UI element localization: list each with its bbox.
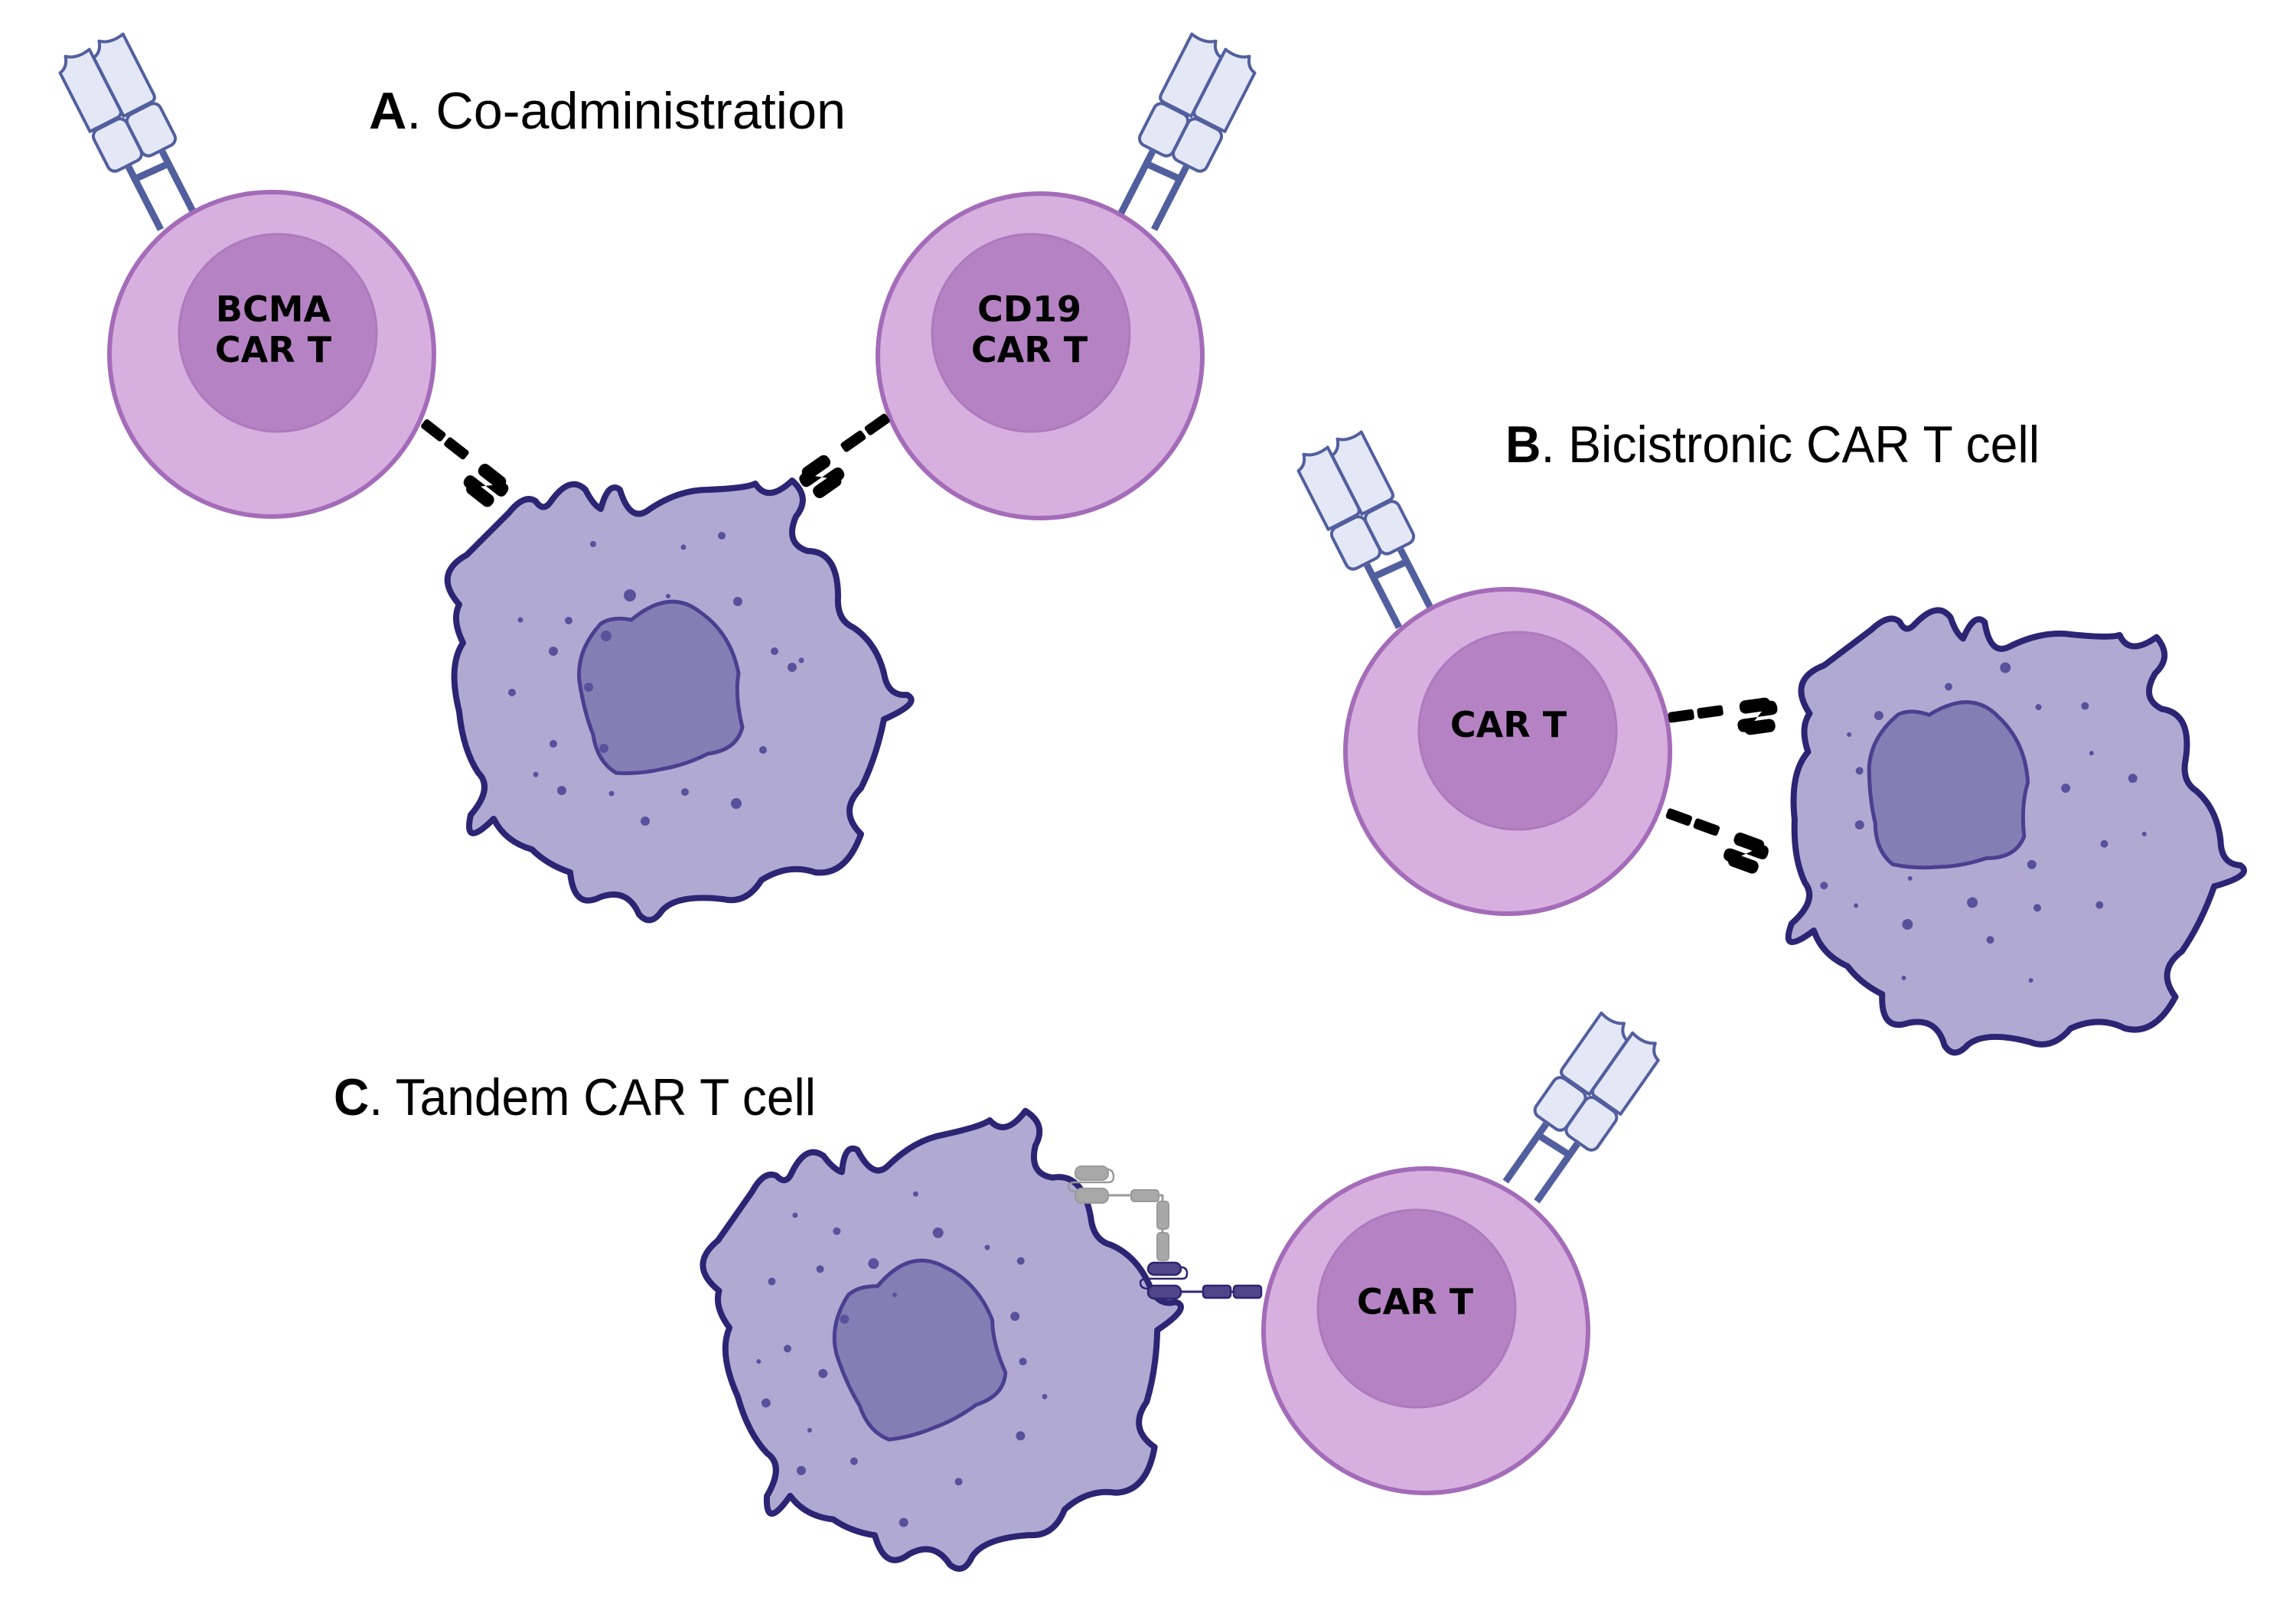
tumor-cell-b <box>1785 607 2247 1056</box>
cell-label: CAR T <box>1357 1281 1474 1322</box>
cd19-car-icon <box>1067 1165 1169 1261</box>
cd19-car-icon <box>794 411 905 504</box>
cell-label-line2: CAR T <box>971 329 1088 370</box>
cell-nucleus <box>1316 1208 1517 1409</box>
tumor-granules <box>1820 662 2147 983</box>
panel-a: A. Co-administration BCMA CAR T <box>54 30 1261 924</box>
bicistronic-car-t-cell: CAR T <box>1293 428 1781 916</box>
cell-nucleus <box>1417 631 1618 831</box>
tumor-nucleus <box>832 1258 1008 1442</box>
cell-label: CAR T <box>1450 704 1567 745</box>
panel-c: C. Tandem CAR T cell CAR T <box>334 999 1670 1573</box>
bcma-car-t-cell: BCMA CAR T <box>54 30 514 519</box>
cell-label-line1: BCMA <box>216 288 331 330</box>
panel-b-title: B. Bicistronic CAR T cell <box>1505 416 2040 474</box>
tcr-receptor-icon <box>54 30 194 230</box>
bcma-car-icon <box>1139 1261 1263 1300</box>
tcr-receptor-icon <box>1293 428 1433 627</box>
panel-a-title: A. Co-administration <box>369 82 846 140</box>
tcr-receptor-icon <box>1120 30 1261 230</box>
cd19-car-t-cell: CD19 CAR T <box>794 30 1261 520</box>
bcma-car-icon <box>1667 696 1781 746</box>
panel-b: B. Bicistronic CAR T cell CAR T <box>1293 416 2247 1056</box>
tandem-car-icon <box>1067 1165 1263 1300</box>
tumor-cell-c <box>700 1107 1184 1573</box>
cell-label-line2: CAR T <box>215 329 332 370</box>
cell-label-line1: CD19 <box>977 288 1081 330</box>
tumor-nucleus <box>1867 700 2030 870</box>
tcr-receptor-icon <box>1503 999 1669 1217</box>
cell-nucleus <box>931 233 1131 433</box>
tandem-car-t-cell: CAR T <box>1067 999 1670 1495</box>
tumor-granules <box>508 532 804 826</box>
tumor-granules <box>756 1191 1048 1527</box>
tumor-cell-a <box>444 478 915 924</box>
cell-nucleus <box>178 233 378 433</box>
cd19-car-icon <box>1657 806 1773 877</box>
tumor-nucleus <box>577 599 745 775</box>
bcma-car-icon <box>406 417 514 513</box>
panel-c-title: C. Tandem CAR T cell <box>334 1068 816 1126</box>
